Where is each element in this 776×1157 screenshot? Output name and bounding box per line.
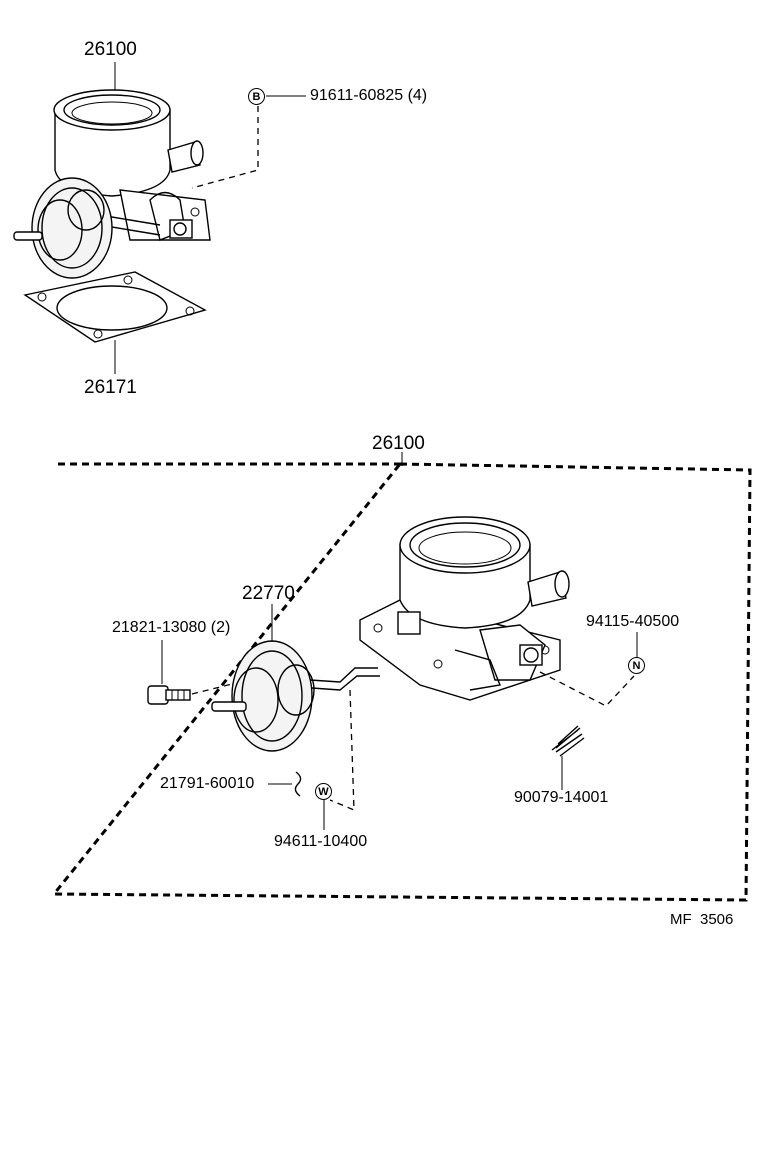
nut-badge: N xyxy=(628,657,645,674)
screw-label: 21821-13080 (2) xyxy=(112,619,231,636)
top-gasket xyxy=(23,271,207,374)
bottom-clip-washer xyxy=(268,689,355,830)
bottom-dashpot xyxy=(211,604,380,752)
top-throttle-body-label: 26100 xyxy=(84,39,137,60)
spring-label: 90079-14001 xyxy=(514,789,609,806)
figure-code: MF 3506 xyxy=(670,911,734,928)
top-throttle-body xyxy=(13,62,211,279)
washer-label: 94611-10400 xyxy=(274,833,368,850)
bottom-spring-nut xyxy=(539,632,638,790)
top-gasket-label: 26171 xyxy=(84,377,137,398)
washer-badge: W xyxy=(315,783,332,800)
bottom-throttle-body xyxy=(359,516,570,701)
nut-label: 94115-40500 xyxy=(586,613,680,630)
top-bolt-leader xyxy=(191,95,306,189)
top-bolt-label: 91611-60825 (4) xyxy=(310,87,428,104)
bottom-screw xyxy=(147,640,233,705)
assembly-frame xyxy=(50,462,752,902)
clip-label: 21791-60010 xyxy=(160,775,255,792)
dashpot-label: 22770 xyxy=(242,583,295,604)
bottom-throttle-body-label: 26100 xyxy=(372,433,425,454)
bolt-badge: B xyxy=(248,88,265,105)
